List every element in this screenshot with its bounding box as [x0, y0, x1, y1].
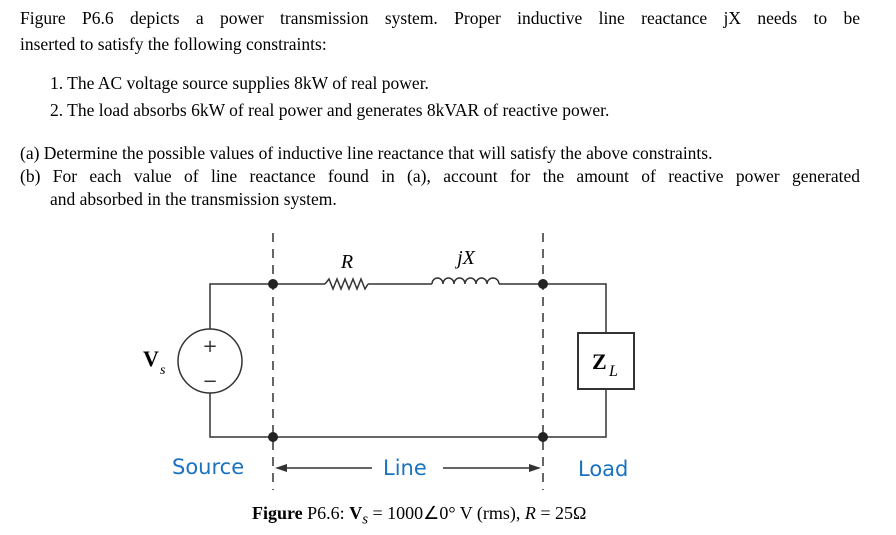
caption-figure-word: Figure — [252, 503, 303, 523]
constraint-1: 1. The AC voltage source supplies 8kW of… — [50, 73, 429, 93]
part-b-line-2: and absorbed in the transmission system. — [50, 189, 337, 209]
load-label: Z — [592, 349, 607, 374]
intro-line-1: Figure P6.6 depicts a power transmission… — [20, 8, 860, 28]
node — [538, 279, 548, 289]
arrowhead-right — [529, 464, 541, 472]
source-voltage-subscript: s — [160, 363, 166, 378]
resistor — [324, 276, 369, 292]
plus-sign: + — [202, 336, 217, 357]
caption-r-value: = 25Ω — [535, 503, 587, 523]
voltage-source — [177, 328, 243, 394]
wire — [499, 283, 607, 333]
minus-sign: − — [202, 371, 217, 392]
caption-vs: V — [349, 503, 363, 523]
wire — [209, 283, 325, 329]
node — [538, 432, 548, 442]
caption-vs-value: = 1000∠0° V (rms), — [368, 503, 525, 523]
resistor-label: R — [340, 251, 353, 273]
caption-r: R — [524, 503, 536, 523]
section-source-label: Source — [172, 455, 244, 479]
caption-vs-subscript: s — [362, 511, 369, 528]
reactance-label: jX — [454, 247, 476, 269]
source-voltage-label: V — [143, 346, 159, 371]
figure-caption: Figure P6.6: Vs = 1000∠0° V (rms), R = 2… — [252, 503, 586, 529]
wire — [209, 389, 607, 438]
load-impedance — [577, 332, 635, 390]
arrowhead-left — [275, 464, 287, 472]
part-b-line-1: (b) For each value of line reactance fou… — [20, 166, 860, 186]
section-line-label: Line — [383, 456, 427, 480]
caption-number: P6.6: — [302, 503, 350, 523]
node — [268, 279, 278, 289]
load-subscript: L — [608, 363, 618, 380]
constraint-2: 2. The load absorbs 6kW of real power an… — [50, 100, 610, 120]
part-a: (a) Determine the possible values of ind… — [20, 143, 713, 163]
node — [268, 432, 278, 442]
inductor — [431, 277, 500, 285]
intro-line-2: inserted to satisfy the following constr… — [20, 34, 327, 54]
section-load-label: Load — [578, 457, 628, 481]
